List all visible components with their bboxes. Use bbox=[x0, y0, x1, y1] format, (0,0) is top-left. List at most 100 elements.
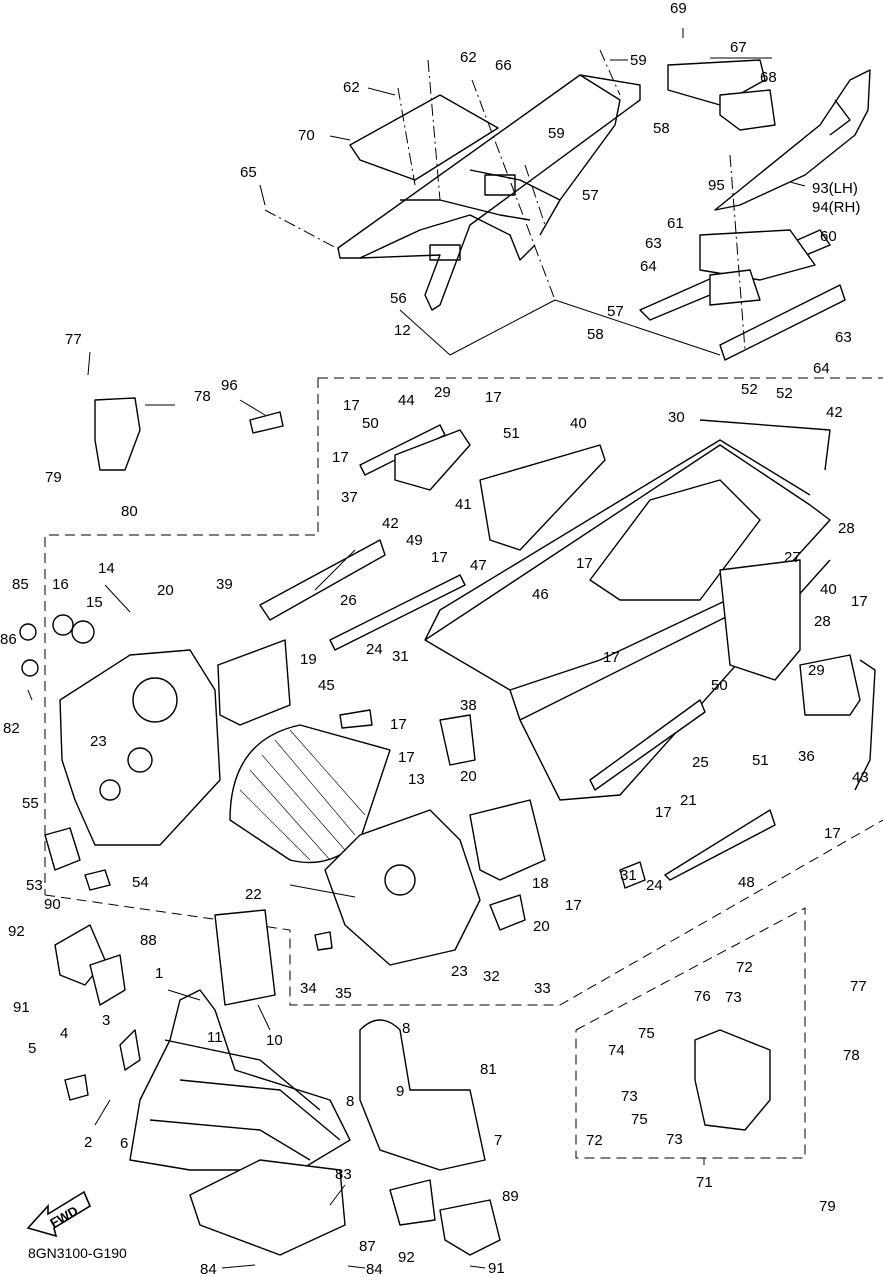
callout: 79 bbox=[819, 1198, 836, 1215]
callout: 8 bbox=[402, 1020, 410, 1037]
callout: 17 bbox=[824, 825, 841, 842]
callout: 43 bbox=[852, 769, 869, 786]
callout: 93(LH) bbox=[812, 180, 858, 197]
callout: 72 bbox=[736, 959, 753, 976]
callout: 41 bbox=[455, 496, 472, 513]
callout: 20 bbox=[460, 768, 477, 785]
callout: 56 bbox=[390, 290, 407, 307]
callout: 17 bbox=[431, 549, 448, 566]
engine-mount-plate bbox=[19, 614, 546, 966]
callout: 78 bbox=[194, 388, 211, 405]
callout: 33 bbox=[534, 980, 551, 997]
callout: 50 bbox=[362, 415, 379, 432]
callout: 80 bbox=[121, 503, 138, 520]
callout: 3 bbox=[102, 1012, 110, 1029]
diagram-code: 8GN3100-G190 bbox=[28, 1245, 127, 1261]
callout: 17 bbox=[485, 389, 502, 406]
callout: 55 bbox=[22, 795, 39, 812]
callout: 23 bbox=[90, 733, 107, 750]
callout: 72 bbox=[586, 1132, 603, 1149]
callout: 92 bbox=[8, 923, 25, 940]
callout: 40 bbox=[570, 415, 587, 432]
callout: 25 bbox=[692, 754, 709, 771]
callout: 59 bbox=[548, 125, 565, 142]
callout: 1 bbox=[155, 965, 163, 982]
callout: 37 bbox=[341, 489, 358, 506]
callout: 82 bbox=[3, 720, 20, 737]
callout: 87 bbox=[359, 1238, 376, 1255]
callout: 6 bbox=[120, 1135, 128, 1152]
callout: 83 bbox=[335, 1166, 352, 1183]
callout: 34 bbox=[300, 980, 317, 997]
callout: 7 bbox=[494, 1132, 502, 1149]
callout: 27 bbox=[784, 549, 801, 566]
leader-lines bbox=[27, 28, 806, 1269]
callout: 4 bbox=[60, 1025, 68, 1042]
callout: 77 bbox=[65, 331, 82, 348]
callout: 5 bbox=[28, 1040, 36, 1057]
callout: 52 bbox=[741, 381, 758, 398]
callout: 20 bbox=[533, 918, 550, 935]
callout: 21 bbox=[680, 792, 697, 809]
callout: 75 bbox=[638, 1025, 655, 1042]
callout: 73 bbox=[725, 989, 742, 1006]
callout: 20 bbox=[157, 582, 174, 599]
callout: 76 bbox=[694, 988, 711, 1005]
callout: 84 bbox=[366, 1261, 383, 1277]
callout: 24 bbox=[646, 877, 663, 894]
callout: 31 bbox=[392, 648, 409, 665]
assembly-outline-frame bbox=[44, 377, 883, 1159]
callout: 59 bbox=[630, 52, 647, 69]
callout: 42 bbox=[826, 404, 843, 421]
callout: 90 bbox=[44, 896, 61, 913]
callout: 35 bbox=[335, 985, 352, 1002]
callout: 17 bbox=[576, 555, 593, 572]
callout: 12 bbox=[394, 322, 411, 339]
callout: 10 bbox=[266, 1032, 283, 1049]
callout: 28 bbox=[838, 520, 855, 537]
callout: 70 bbox=[298, 127, 315, 144]
callout: 58 bbox=[587, 326, 604, 343]
callout: 19 bbox=[300, 651, 317, 668]
callout: 67 bbox=[730, 39, 747, 56]
callout: 68 bbox=[760, 69, 777, 86]
callout: 39 bbox=[216, 576, 233, 593]
callout: 61 bbox=[667, 215, 684, 232]
callout: 16 bbox=[52, 576, 69, 593]
callout: 17 bbox=[343, 397, 360, 414]
callout: 63 bbox=[835, 329, 852, 346]
callout: 66 bbox=[495, 57, 512, 74]
callout: 54 bbox=[132, 874, 149, 891]
callout: 73 bbox=[666, 1131, 683, 1148]
callout: 26 bbox=[340, 592, 357, 609]
callout: 79 bbox=[45, 469, 62, 486]
callout: 28 bbox=[814, 613, 831, 630]
callout: 86 bbox=[0, 631, 17, 648]
callout: 96 bbox=[221, 377, 238, 394]
callout: 31 bbox=[620, 867, 637, 884]
callout: 49 bbox=[406, 532, 423, 549]
callout: 64 bbox=[813, 360, 830, 377]
callout: 8 bbox=[346, 1093, 354, 1110]
callout: 85 bbox=[12, 576, 29, 593]
main-chassis bbox=[259, 419, 876, 881]
callout: 17 bbox=[332, 449, 349, 466]
small-parts bbox=[44, 397, 646, 1256]
callout: 88 bbox=[140, 932, 157, 949]
callout: 50 bbox=[711, 677, 728, 694]
callout: 62 bbox=[460, 49, 477, 66]
callout: 22 bbox=[245, 886, 262, 903]
callout: 58 bbox=[653, 120, 670, 137]
callout: 92 bbox=[398, 1249, 415, 1266]
callout: 69 bbox=[670, 0, 687, 17]
callout: 51 bbox=[752, 752, 769, 769]
callout: 14 bbox=[98, 560, 115, 577]
lower-frame-and-skid bbox=[129, 909, 771, 1256]
callout: 17 bbox=[398, 749, 415, 766]
callout: 23 bbox=[451, 963, 468, 980]
callout: 17 bbox=[565, 897, 582, 914]
callout: 13 bbox=[408, 771, 425, 788]
callout: 11 bbox=[207, 1029, 223, 1046]
callout: 57 bbox=[607, 303, 624, 320]
